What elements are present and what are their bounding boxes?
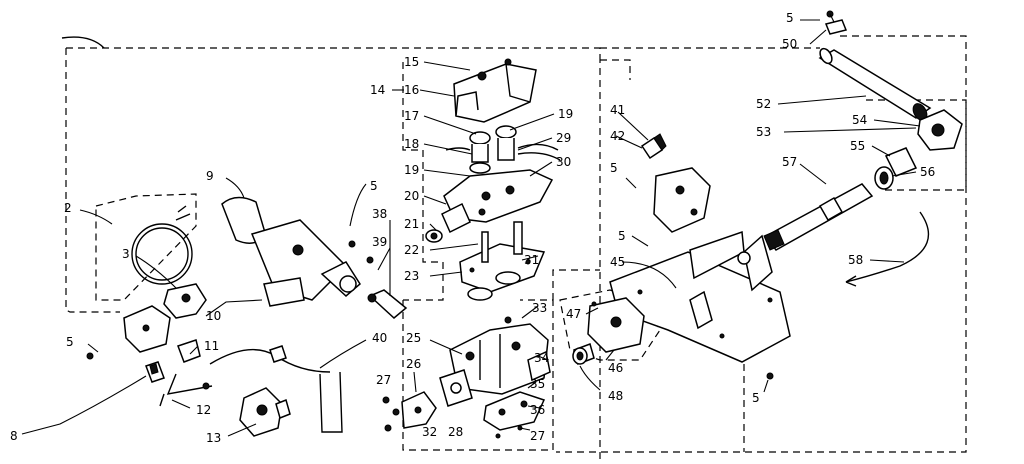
callout-27-left: 27 — [376, 373, 391, 387]
callout-40: 40 — [372, 331, 387, 345]
fitting-50-part — [824, 10, 848, 35]
callout-26: 26 — [406, 357, 421, 371]
tube-57-part — [763, 183, 874, 251]
fitting-55-part — [884, 147, 918, 177]
boundary-left — [65, 48, 120, 313]
callout-19-left: 19 — [404, 163, 419, 177]
control-box-part — [123, 305, 201, 363]
callout-labels: 5 50 15 14 16 17 18 19 19 20 21 22 23 29… — [10, 11, 935, 445]
callout-15: 15 — [404, 55, 419, 69]
tube-52-part — [818, 47, 932, 121]
callout-5-mid: 5 — [610, 161, 618, 175]
callout-47: 47 — [566, 307, 581, 321]
callout-17: 17 — [404, 109, 419, 123]
thermostat-2-part — [131, 205, 207, 319]
callout-5-left: 5 — [370, 179, 378, 193]
callout-5-top: 5 — [786, 11, 794, 25]
thermostat-box — [95, 193, 197, 301]
callout-22: 22 — [404, 243, 419, 257]
callout-18: 18 — [404, 137, 419, 151]
callout-35: 35 — [530, 377, 545, 391]
callout-41: 41 — [610, 103, 625, 117]
callout-46: 46 — [608, 361, 623, 375]
callout-5-lower: 5 — [66, 335, 74, 349]
spool-17-part — [469, 131, 491, 174]
motor-9-part — [221, 196, 361, 307]
body-20-part — [425, 169, 554, 243]
callout-58: 58 — [848, 253, 863, 267]
fitting-8-part — [145, 361, 165, 383]
callout-50: 50 — [782, 37, 797, 51]
wire-58-part — [845, 211, 930, 287]
plate-23-part — [459, 221, 546, 301]
callout-36: 36 — [530, 403, 545, 417]
callout-45: 45 — [610, 255, 625, 269]
callout-25: 25 — [406, 331, 421, 345]
callout-11: 11 — [204, 339, 219, 353]
callout-19-right: 19 — [558, 107, 573, 121]
callout-39: 39 — [372, 235, 387, 249]
boundary-notch — [600, 59, 631, 80]
callout-54: 54 — [852, 113, 867, 127]
valve-column-box — [402, 62, 444, 301]
callout-12: 12 — [196, 403, 211, 417]
callout-10: 10 — [206, 309, 221, 323]
callout-38: 38 — [372, 207, 387, 221]
callout-27-right: 27 — [530, 429, 545, 443]
callout-31: 31 — [524, 253, 539, 267]
valve-lower-box — [402, 299, 554, 451]
thermocouple-40-part — [209, 345, 343, 433]
screws-part — [86, 240, 774, 439]
callout-20: 20 — [404, 189, 419, 203]
nut-56-part — [874, 166, 894, 190]
callout-52: 52 — [756, 97, 771, 111]
fitting-48-part — [572, 347, 588, 365]
callout-53: 53 — [756, 125, 771, 139]
fitting-42-part — [640, 133, 667, 160]
callout-55: 55 — [850, 139, 865, 153]
callout-8: 8 — [10, 429, 18, 443]
callout-48: 48 — [608, 389, 623, 403]
fitting-38-part — [367, 289, 408, 319]
callout-2: 2 — [64, 201, 72, 215]
assembly-boundaries — [61, 35, 967, 460]
callout-13: 13 — [206, 431, 221, 445]
callout-34: 34 — [534, 351, 549, 365]
callout-3: 3 — [122, 247, 130, 261]
leader-lines — [21, 19, 921, 437]
callout-30: 30 — [556, 155, 571, 169]
wire-12-part — [159, 373, 213, 407]
cover-26-part — [401, 391, 437, 429]
fitting-54-part — [917, 109, 963, 151]
gasket-28-part — [439, 369, 473, 407]
callout-23: 23 — [404, 269, 419, 283]
corner-arc — [61, 36, 105, 49]
callout-14: 14 — [370, 83, 385, 97]
cover-15-part — [453, 58, 537, 123]
callout-9: 9 — [206, 169, 214, 183]
callout-33: 33 — [532, 301, 547, 315]
control-13-part — [239, 387, 291, 437]
spool-19-part — [495, 125, 517, 161]
callout-57: 57 — [782, 155, 797, 169]
callout-32: 32 — [422, 425, 437, 439]
boundary-right — [556, 35, 967, 453]
callout-29: 29 — [556, 131, 571, 145]
diaphragm-35-part — [483, 391, 546, 431]
callout-56: 56 — [920, 165, 935, 179]
bracket-45-part — [609, 230, 791, 363]
mount-block-part — [625, 167, 711, 233]
callout-28: 28 — [448, 425, 463, 439]
valve-box-link — [552, 269, 600, 300]
callout-21: 21 — [404, 217, 419, 231]
callout-42: 42 — [610, 129, 625, 143]
callout-16: 16 — [404, 83, 419, 97]
callout-5-bottom: 5 — [752, 391, 760, 405]
callout-5-bracket: 5 — [618, 229, 626, 243]
